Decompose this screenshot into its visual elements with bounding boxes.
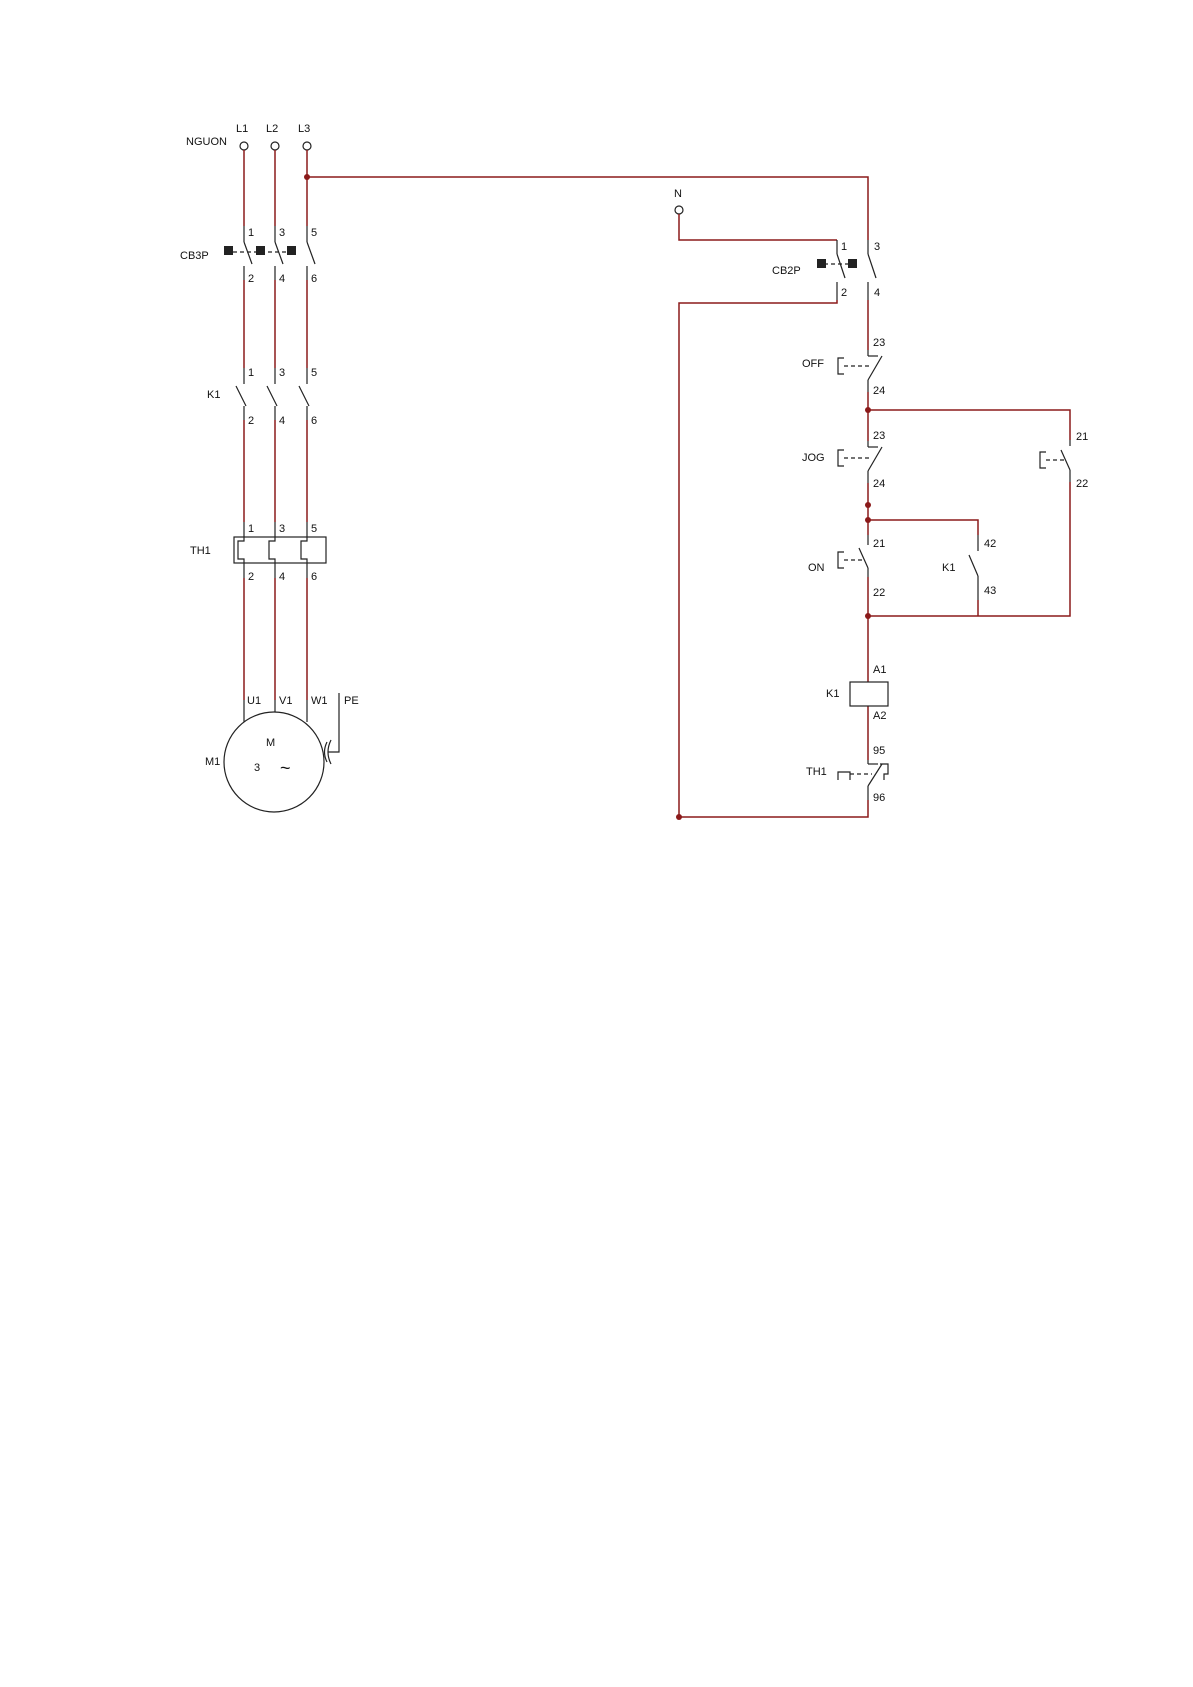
on-label: ON xyxy=(808,562,825,574)
cb2p-terminal-1: 1 xyxy=(841,241,847,253)
jog-label: JOG xyxy=(802,452,825,464)
motor-label: M1 xyxy=(205,756,220,768)
motor-circle xyxy=(224,712,324,812)
wire-jog-aux-return xyxy=(868,482,1070,616)
off-button: OFF 23 24 xyxy=(802,337,885,397)
th1-contact: TH1 95 96 xyxy=(806,745,888,804)
cb2p-trip-1 xyxy=(817,259,826,268)
phase-label-l1: L1 xyxy=(236,123,248,135)
on-button: ON 21 22 xyxy=(808,535,885,599)
wire-branch-jog-aux xyxy=(868,410,1070,440)
cb3p-terminal-4: 4 xyxy=(279,273,285,285)
th1-relay-label: TH1 xyxy=(190,545,211,557)
phase-label-l2: L2 xyxy=(266,123,278,135)
th1-terminal-95: 95 xyxy=(873,745,885,757)
junction-jog-1 xyxy=(865,502,871,508)
cb3p-terminal-6: 6 xyxy=(311,273,317,285)
cb3p-label: CB3P xyxy=(180,250,209,262)
on-terminal-22: 22 xyxy=(873,587,885,599)
th1-relay-box xyxy=(234,537,326,563)
th1-thermal-relay: TH1 1 3 5 2 4 6 xyxy=(190,522,326,583)
k1-coil: K1 A1 A2 xyxy=(826,664,888,722)
cb2p-terminal-3: 3 xyxy=(874,241,880,253)
phase-label-l3: L3 xyxy=(298,123,310,135)
off-label: OFF xyxy=(802,358,824,370)
cb2p-breaker: CB2P 1 3 2 4 xyxy=(772,240,880,300)
control-circuit: N CB2P 1 3 2 4 OFF xyxy=(304,174,1088,820)
k1-terminal-4: 4 xyxy=(279,415,285,427)
terminal-l2 xyxy=(271,142,279,150)
k1-main-label: K1 xyxy=(207,389,220,401)
k1-aux-label: K1 xyxy=(942,562,955,574)
terminal-n xyxy=(675,206,683,214)
wire-branch-k1-aux xyxy=(868,520,978,535)
terminal-l1 xyxy=(240,142,248,150)
k1-terminal-5: 5 xyxy=(311,367,317,379)
k1-terminal-1: 1 xyxy=(248,367,254,379)
motor-pe-label: PE xyxy=(344,695,359,707)
th1-terminal-5: 5 xyxy=(311,523,317,535)
th1-terminal-2: 2 xyxy=(248,571,254,583)
cb3p-terminal-1: 1 xyxy=(248,227,254,239)
motor-symbol-m: M xyxy=(266,737,275,749)
cb3p-trip-1 xyxy=(224,246,233,255)
on-terminal-21: 21 xyxy=(873,538,885,550)
junction-l3 xyxy=(304,174,310,180)
k1-aux-terminal-42: 42 xyxy=(984,538,996,550)
cb3p-trip-2 xyxy=(256,246,265,255)
k1-terminal-6: 6 xyxy=(311,415,317,427)
cb3p-terminal-3: 3 xyxy=(279,227,285,239)
cb2p-terminal-2: 2 xyxy=(841,287,847,299)
ground-arc-1 xyxy=(325,742,328,762)
th1-contact-label: TH1 xyxy=(806,766,827,778)
th1-terminal-96: 96 xyxy=(873,792,885,804)
cb2p-trip-2 xyxy=(848,259,857,268)
jog-terminal-23: 23 xyxy=(873,430,885,442)
th1-terminal-6: 6 xyxy=(311,571,317,583)
junction-coil xyxy=(865,613,871,619)
motor-symbol-phases: 3 xyxy=(254,762,260,774)
cb2p-label: CB2P xyxy=(772,265,801,277)
jog-terminal-24: 24 xyxy=(873,478,885,490)
ac-symbol: ~ xyxy=(280,758,291,778)
k1-coil-box xyxy=(850,682,888,706)
cb3p-breaker: CB3P 1 3 5 2 4 6 xyxy=(180,226,317,285)
motor-terminal-u1: U1 xyxy=(247,695,261,707)
jog-button: JOG 23 24 xyxy=(802,430,885,490)
th1-terminal-4: 4 xyxy=(279,571,285,583)
off-terminal-24: 24 xyxy=(873,385,885,397)
k1-coil-terminal-a1: A1 xyxy=(873,664,886,676)
power-circuit: NGUON L1 L2 L3 CB3P xyxy=(180,123,359,812)
junction-return xyxy=(676,814,682,820)
neutral-label: N xyxy=(674,188,682,200)
terminal-l3 xyxy=(303,142,311,150)
jog-aux-terminal-22: 22 xyxy=(1076,478,1088,490)
k1-coil-label: K1 xyxy=(826,688,839,700)
motor-m1: U1 V1 W1 PE M 3 ~ M1 xyxy=(205,693,359,812)
return-wire xyxy=(679,300,868,817)
off-terminal-23: 23 xyxy=(873,337,885,349)
th1-terminal-3: 3 xyxy=(279,523,285,535)
cb3p-terminal-5: 5 xyxy=(311,227,317,239)
cb3p-terminal-2: 2 xyxy=(248,273,254,285)
k1-aux-terminal-43: 43 xyxy=(984,585,996,597)
cb3p-trip-3 xyxy=(287,246,296,255)
source-label: NGUON xyxy=(186,136,227,148)
th1-terminal-1: 1 xyxy=(248,523,254,535)
neutral-wire xyxy=(679,214,837,240)
k1-terminal-2: 2 xyxy=(248,415,254,427)
motor-terminal-w1: W1 xyxy=(311,695,328,707)
motor-terminal-v1: V1 xyxy=(279,695,292,707)
jog-aux-terminal-21: 21 xyxy=(1076,431,1088,443)
l3-supply-wire xyxy=(307,177,868,240)
jog-aux-contact: 21 22 xyxy=(1040,431,1088,490)
cb2p-terminal-4: 4 xyxy=(874,287,880,299)
k1-aux-contact: K1 42 43 xyxy=(942,535,996,600)
k1-main-contacts: K1 1 3 5 2 4 6 xyxy=(207,367,317,427)
k1-terminal-3: 3 xyxy=(279,367,285,379)
k1-coil-terminal-a2: A2 xyxy=(873,710,886,722)
